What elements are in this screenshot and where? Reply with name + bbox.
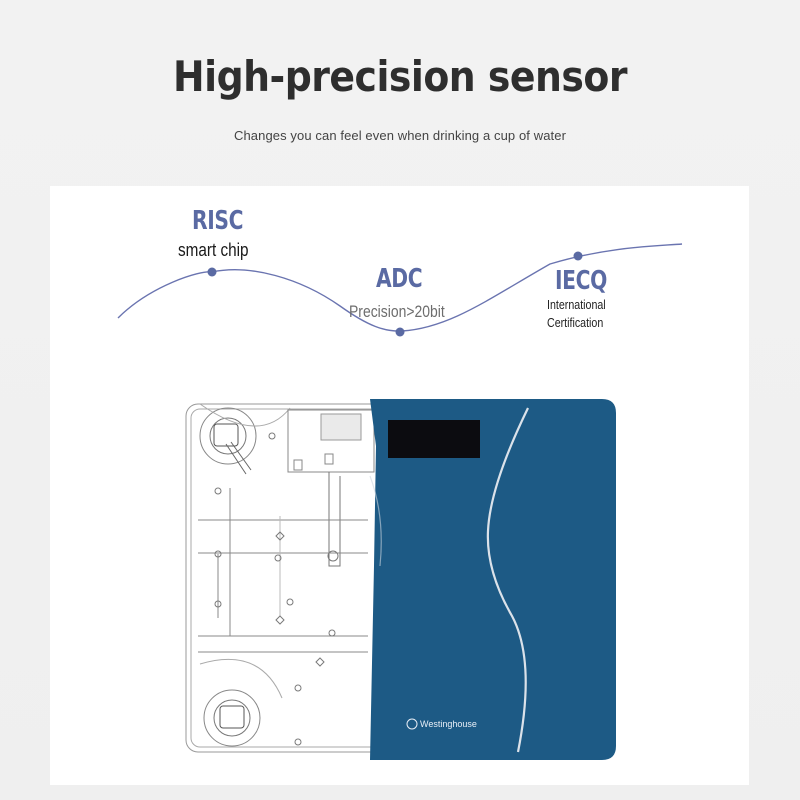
smart-chip-label: smart chip: [178, 240, 249, 260]
risc-marker: [207, 267, 217, 277]
iecq-line-1: International: [547, 297, 606, 312]
scale-display: [388, 420, 480, 458]
adc-precision-label: Precision>20bit: [349, 302, 445, 321]
adc-marker: [395, 327, 405, 337]
brand-text: Westinghouse: [420, 719, 477, 729]
adc-label: ADC: [376, 264, 423, 294]
feature-wave: [117, 243, 683, 337]
iecq-marker: [573, 251, 583, 261]
content-panel: RISC smart chip ADC Precision>20bit IECQ…: [50, 186, 749, 785]
scale-illustration: [185, 399, 616, 760]
brand-logo-icon: [406, 718, 418, 730]
page-subtitle: Changes you can feel even when drinking …: [233, 128, 567, 143]
page-title: High-precision sensor: [173, 52, 627, 101]
iecq-line-2: Certification: [547, 315, 604, 330]
iecq-certification-label: International Certification: [547, 296, 606, 332]
risc-label: RISC: [192, 206, 244, 236]
iecq-label: IECQ: [555, 266, 607, 296]
scale-glass: [369, 399, 616, 760]
scale-blueprint: [185, 403, 437, 753]
